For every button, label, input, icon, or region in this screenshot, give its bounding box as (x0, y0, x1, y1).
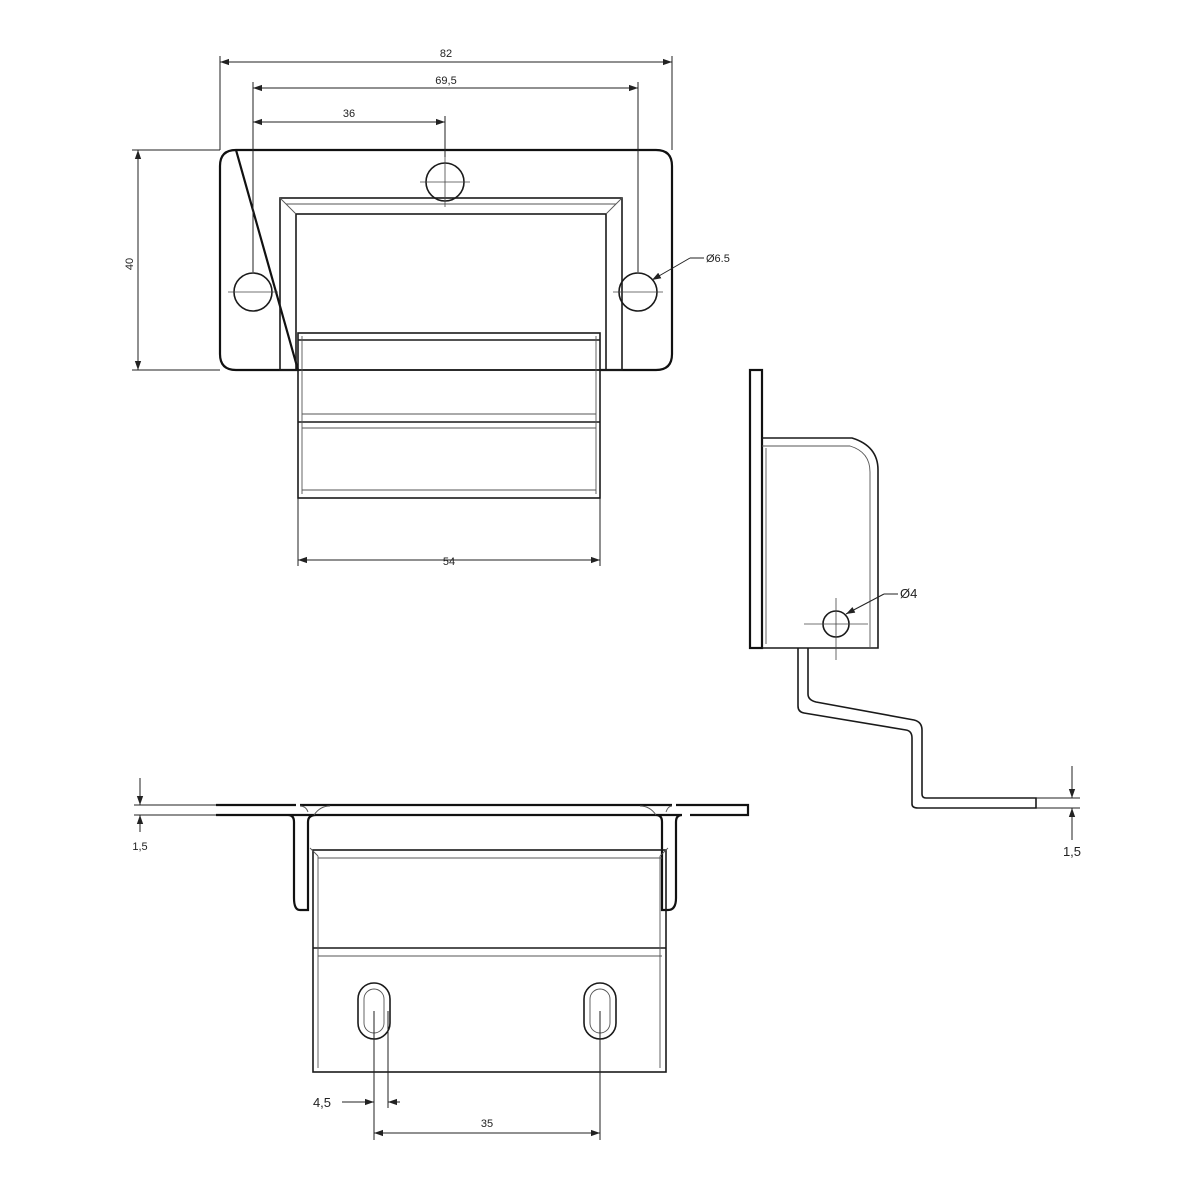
dim-hole-diameter: Ø6.5 (706, 253, 730, 265)
dim-hole-spacing: 69,5 (435, 75, 456, 87)
dim-slot-spacing: 35 (481, 1118, 493, 1130)
side-box (762, 437, 879, 649)
dim-center-offset: 36 (343, 108, 355, 120)
dim-overall-width: 82 (440, 48, 452, 60)
dim-handle-width: 54 (443, 556, 455, 568)
top-recess-inner (295, 213, 607, 371)
dim-slot-width: 4,5 (313, 1095, 331, 1110)
side-plate (748, 368, 764, 650)
dim-side-hole-diameter: Ø4 (900, 586, 917, 601)
side-strip (797, 648, 1037, 809)
dim-front-thickness: 1,5 (132, 841, 147, 853)
dim-side-thickness: 1,5 (1063, 844, 1081, 859)
side-view: Ø4 1,5 (748, 368, 1081, 859)
dim-height: 40 (124, 258, 136, 270)
top-handle (297, 332, 601, 499)
top-recess-outer (279, 197, 623, 371)
front-body (312, 849, 667, 1073)
front-view: 1,5 4,5 35 (132, 778, 750, 1140)
top-view: 82 69,5 36 40 Ø6.5 54 (124, 48, 730, 568)
front-flange (216, 803, 750, 912)
top-plate-outline (218, 148, 674, 372)
